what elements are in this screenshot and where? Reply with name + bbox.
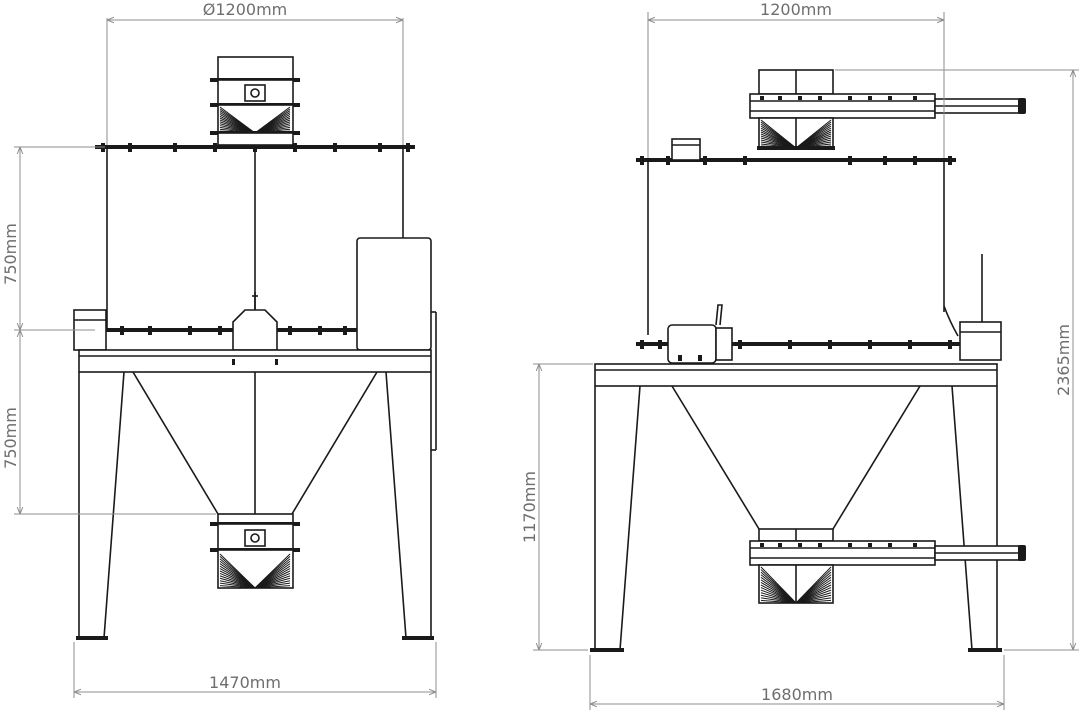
- bolt: [913, 543, 917, 547]
- bolt: [818, 543, 822, 547]
- bolt: [658, 340, 662, 349]
- bolt: [640, 340, 644, 349]
- bolt: [868, 96, 872, 100]
- bolt: [883, 156, 887, 165]
- top-valve-front: [210, 56, 300, 146]
- bolt: [148, 326, 152, 335]
- bolt: [908, 340, 912, 349]
- bolt: [848, 543, 852, 547]
- bottom-valve-front: [210, 513, 300, 589]
- hatch-line: [760, 566, 797, 604]
- bolt: [948, 340, 952, 349]
- bolt: [343, 326, 347, 335]
- front-upper-height-label: 750mm: [1, 223, 20, 285]
- front-view: Ø1200mm 750mm 750mm 1470mm: [1, 0, 437, 698]
- bolt: [318, 326, 322, 335]
- hatch-line: [795, 119, 832, 149]
- hatch-line: [254, 106, 291, 134]
- bolt: [948, 156, 952, 165]
- bolt: [378, 143, 382, 152]
- bolt: [760, 96, 764, 100]
- side-base-width-label: 1680mm: [761, 685, 833, 704]
- bolt: [406, 143, 410, 152]
- bolt: [778, 543, 782, 547]
- bolt: [868, 543, 872, 547]
- bolt: [288, 326, 292, 335]
- bolt: [213, 143, 217, 152]
- top-valve-side: [749, 69, 1026, 150]
- bolt: [188, 326, 192, 335]
- bolt: [788, 340, 792, 349]
- bolt: [818, 96, 822, 100]
- bolt: [173, 143, 177, 152]
- bolt: [640, 156, 644, 165]
- hatch-line: [760, 119, 797, 149]
- bolt: [738, 340, 742, 349]
- bolt: [868, 340, 872, 349]
- hatch-line: [795, 566, 832, 604]
- bolt: [703, 156, 707, 165]
- bolt: [128, 143, 132, 152]
- side-top-width-label: 1200mm: [760, 0, 832, 19]
- front-lower-height-label: 750mm: [1, 407, 20, 469]
- bolt: [913, 156, 917, 165]
- bolt: [888, 96, 892, 100]
- bolt: [798, 96, 802, 100]
- bottom-valve-side: [749, 528, 1026, 604]
- side-frame-height-label: 1170mm: [520, 471, 539, 543]
- bolt: [760, 543, 764, 547]
- bolt: [888, 543, 892, 547]
- side-total-height-label: 2365mm: [1054, 324, 1073, 396]
- bolt: [778, 96, 782, 100]
- bolt: [913, 96, 917, 100]
- bolt: [333, 143, 337, 152]
- bolt: [743, 156, 747, 165]
- hatch-line: [219, 553, 256, 589]
- hatch-line: [219, 106, 256, 134]
- front-base-width-label: 1470mm: [209, 673, 281, 692]
- bolt: [848, 96, 852, 100]
- bolt: [120, 326, 124, 335]
- bolt: [848, 156, 852, 165]
- bolt: [293, 143, 297, 152]
- bolt: [666, 156, 670, 165]
- bolt: [828, 340, 832, 349]
- side-view: 1200mm 1170mm 2365mm 1680mm: [520, 0, 1079, 710]
- bolt: [218, 326, 222, 335]
- hatch-line: [254, 553, 291, 589]
- bolt: [798, 543, 802, 547]
- front-top-diameter-label: Ø1200mm: [203, 0, 287, 19]
